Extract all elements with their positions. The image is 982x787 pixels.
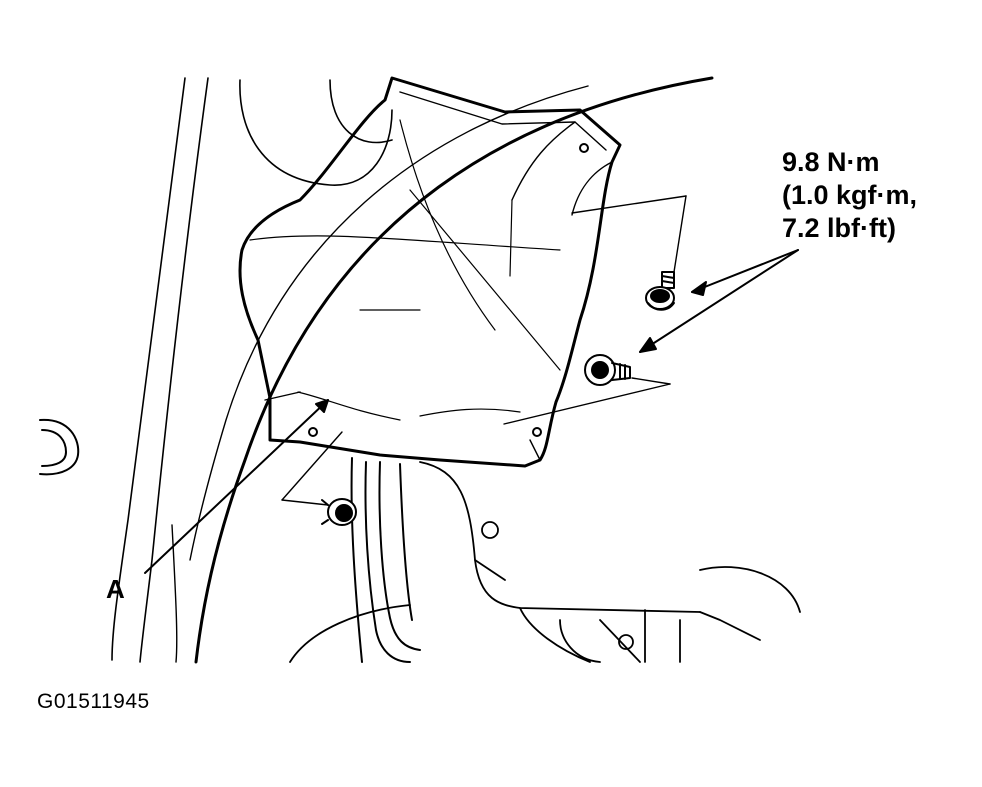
torque-spec-kgf: (1.0 kgf·m, [782, 180, 918, 210]
middle-bolt-icon [584, 354, 631, 386]
callout-label-a: A [106, 574, 125, 604]
torque-arrows [639, 249, 799, 353]
knuckle-bolts [481, 521, 634, 650]
upper-screw-icon [645, 271, 675, 311]
brake-hose [350, 457, 421, 663]
torque-spec-lbf: 7.2 lbf·ft) [782, 213, 896, 243]
lower-suspension [289, 461, 801, 663]
splash-shield [238, 76, 622, 468]
figure-id: G01511945 [37, 690, 150, 713]
leader-lines [281, 195, 687, 506]
lower-clip-icon [321, 498, 357, 526]
upper-body-panel [239, 79, 393, 186]
callout-a-leader [144, 399, 329, 574]
body-pillar [111, 77, 209, 663]
wheel-arch [171, 76, 714, 664]
torque-spec-metric: 9.8 N·m [782, 147, 880, 177]
bolt-holes [308, 143, 589, 437]
side-panel-clip [39, 418, 80, 476]
torque-spec: 9.8 N·m (1.0 kgf·m, 7.2 lbf·ft) [782, 146, 917, 245]
